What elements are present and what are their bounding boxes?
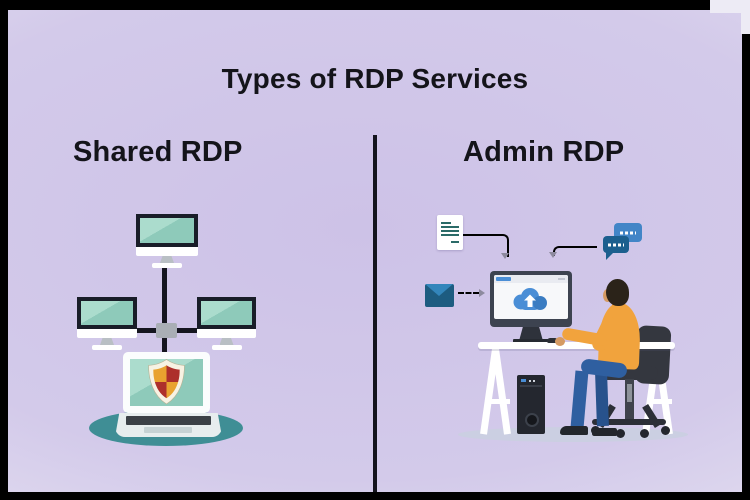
monitor-bezel [136, 247, 198, 256]
chat-dots [620, 231, 636, 234]
browser-tab [496, 277, 511, 281]
browser-control-dash [558, 278, 565, 280]
tower-dot [529, 380, 531, 382]
desk-leg-crossbar [647, 399, 672, 404]
laptop-keyboard [126, 416, 211, 425]
arrowhead-down [501, 253, 509, 259]
pc-tower-icon [517, 375, 545, 434]
chair-wheel [640, 429, 649, 438]
person-back-shin [595, 372, 609, 427]
monitor-icon-left [77, 297, 137, 350]
chair-wheel [661, 426, 670, 435]
frame-gap-top-right [710, 0, 750, 13]
cloud-upload-icon [513, 288, 547, 310]
frame-gap-right [741, 0, 750, 34]
section-divider [373, 135, 377, 492]
person-hair [606, 279, 629, 306]
office-chair-base [592, 419, 666, 425]
tower-groove [520, 385, 542, 387]
network-junction-icon [156, 323, 177, 338]
person-shoe [592, 428, 617, 436]
email-icon [425, 284, 454, 307]
monitor-icon-right [197, 297, 256, 350]
desk [478, 342, 675, 349]
chat-bubble-front [603, 236, 629, 260]
connector-chat-to-monitor [553, 246, 597, 256]
chair-wheel [616, 429, 625, 438]
monitor-neck [160, 256, 174, 263]
monitor-neck [219, 338, 234, 345]
section-heading-shared-rdp: Shared RDP [73, 136, 243, 168]
connector-document-to-monitor [463, 234, 509, 257]
monitor-neck [100, 338, 114, 345]
monitor-screen [136, 214, 198, 247]
office-chair-piston [627, 384, 632, 402]
monitor-base [92, 345, 122, 350]
monitor-base [152, 263, 182, 268]
chat-dots [608, 243, 624, 246]
monitor-screen [77, 297, 137, 329]
desk-leg-crossbar [485, 399, 510, 404]
arrowhead-down [549, 252, 557, 258]
network-cable-vertical [162, 264, 167, 356]
laptop-trackpad [144, 427, 192, 433]
arrowhead-right [479, 289, 485, 297]
monitor-bezel [197, 329, 256, 338]
monitor-base [211, 345, 242, 350]
person-hand [555, 337, 565, 346]
person-shoe [560, 426, 588, 435]
tower-dot [533, 380, 535, 382]
monitor-neck-base [513, 339, 549, 343]
monitor-bezel [77, 329, 137, 338]
monitor-screen [197, 297, 256, 329]
section-heading-admin-rdp: Admin RDP [463, 136, 625, 168]
mouse-icon [547, 338, 558, 343]
monitor-icon-top [136, 214, 198, 268]
monitor-neck [519, 327, 543, 341]
tower-fan [525, 413, 539, 427]
shield-icon [148, 359, 185, 405]
connector-email-to-monitor [458, 292, 479, 294]
page-title: Types of RDP Services [221, 63, 529, 94]
document-icon [437, 215, 463, 250]
power-led [521, 379, 526, 382]
screen-browser-bar [494, 275, 568, 283]
